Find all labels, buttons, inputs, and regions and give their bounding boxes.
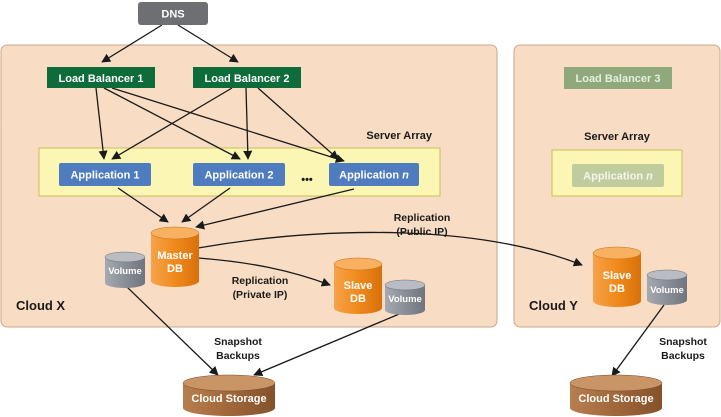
load-balancer-3-label: Load Balancer 3 (576, 73, 661, 85)
cloud-storage-y-label: Cloud Storage (578, 393, 653, 405)
replication-public-label-2: (Public IP) (396, 226, 447, 238)
load-balancer-2 (193, 67, 301, 88)
replication-private-label-2: (Private IP) (233, 289, 288, 301)
server-array-y-label: Server Array (584, 131, 651, 143)
ellipsis: ••• (301, 174, 313, 186)
load-balancer-1-label: Load Balancer 1 (59, 73, 144, 85)
volume-master-label: Volume (108, 266, 142, 277)
slave-db-y-label-1: Slave (603, 270, 632, 282)
slave-db-x-label-1: Slave (344, 280, 373, 292)
application-2 (193, 163, 285, 186)
slave-db-y-label-2: DB (609, 283, 625, 295)
cloud-y-label: Cloud Y (529, 298, 578, 313)
volume-y: Volume (646, 269, 688, 305)
snapshot-x-label-1: Snapshot (214, 336, 262, 348)
master-db: Master DB (150, 226, 200, 287)
snapshot-y-label-1: Snapshot (659, 336, 707, 348)
volume-y-label: Volume (650, 285, 684, 296)
replication-public-label-1: Replication (394, 212, 451, 224)
replication-private-label-1: Replication (232, 275, 289, 287)
cloud-x-label: Cloud X (16, 298, 65, 313)
server-array-x-label: Server Array (366, 130, 433, 142)
cloud-storage-x: Cloud Storage (182, 374, 276, 416)
volume-master: Volume (104, 251, 146, 288)
volume-slave-x-label: Volume (388, 294, 422, 305)
slave-db-y: Slave DB (592, 246, 642, 307)
application-n (329, 163, 419, 186)
application-n-y-label: Application n (583, 171, 653, 183)
application-1 (59, 163, 151, 186)
master-db-label-2: DB (167, 263, 183, 275)
slave-db-x: Slave DB (333, 257, 383, 314)
load-balancer-1 (47, 67, 155, 88)
application-2-label: Application 2 (204, 170, 273, 182)
cloud-storage-x-label: Cloud Storage (191, 393, 266, 405)
application-1-label: Application 1 (70, 170, 139, 182)
application-n-y (572, 164, 664, 187)
application-n-label: Application n (339, 170, 409, 182)
snapshot-y-label-2: Backups (661, 350, 705, 362)
master-db-label-1: Master (157, 250, 193, 262)
load-balancer-3 (564, 67, 672, 89)
arrows (95, 24, 665, 377)
cloud-storage-y: Cloud Storage (569, 374, 663, 416)
load-balancer-2-label: Load Balancer 2 (205, 73, 290, 85)
slave-db-x-label-2: DB (350, 293, 366, 305)
snapshot-x-label-2: Backups (216, 350, 260, 362)
volume-slave-x: Volume (384, 279, 426, 315)
dns-box (138, 2, 208, 25)
dns-label: DNS (161, 9, 184, 21)
